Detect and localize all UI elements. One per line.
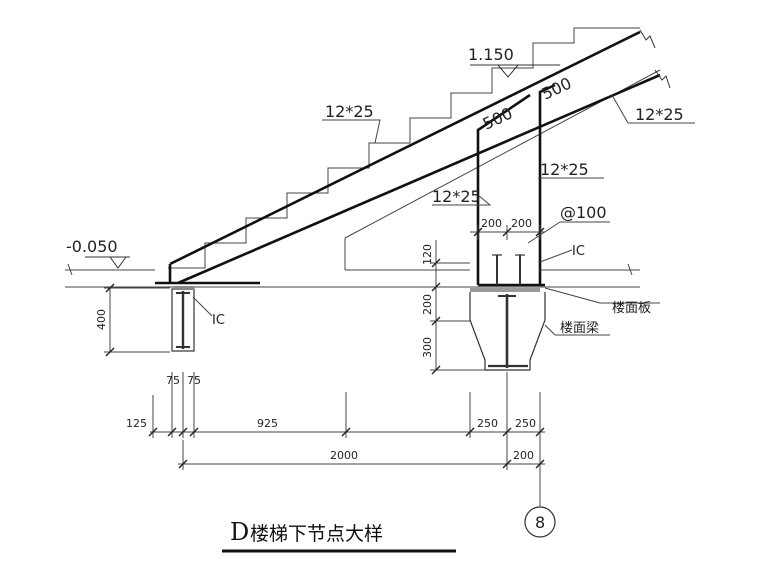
dim-2000: 2000 [330,449,358,462]
floor-beam-label: 楼面梁 [560,321,599,336]
elevation-top-label: 1.150 [468,45,514,64]
dim-200-b: 200 [511,217,532,230]
axis-bubble [524,506,556,538]
rebar-label-top-right: 12*25 [635,105,684,124]
dim-925: 925 [257,417,278,430]
dim-250-a: 250 [477,417,498,430]
dim-400: 400 [95,309,108,330]
dim-300: 300 [421,337,434,358]
rebar-label-top-left: 12*25 [325,102,374,121]
leader-lines [192,94,695,336]
ic-label-right: IC [572,244,585,259]
dim-250-b: 250 [515,417,536,430]
dim-125: 125 [126,417,147,430]
stair-steps-outline [168,27,640,269]
stirrup-label: @100 [560,203,607,222]
dim-200-c: 200 [421,294,434,315]
floor-line [65,263,640,288]
dim-120: 120 [421,244,434,265]
ic-label-left: IC [212,313,225,328]
stair-slab-heavy [155,30,661,287]
elevation-markers [85,64,560,269]
dim-200-a: 200 [481,217,502,230]
title-text: 楼梯下节点大样 [250,523,383,545]
title-letter: D [230,518,249,546]
elevation-bottom-label: -0.050 [66,237,118,256]
dimension-ticks [105,227,545,469]
rebar-label-lower: 12*25 [432,187,481,206]
break-marks [639,29,671,89]
rebar-label-mid: 12*25 [540,160,589,179]
dim-75-b: 75 [187,374,201,387]
axis-number: 8 [535,513,545,532]
right-support-beam [469,254,546,371]
dimension-lines [104,225,545,506]
dim-75-a: 75 [166,374,180,387]
floor-slab-label: 楼面板 [612,301,651,316]
dim-200-d: 200 [513,449,534,462]
left-support-beam [171,286,195,352]
